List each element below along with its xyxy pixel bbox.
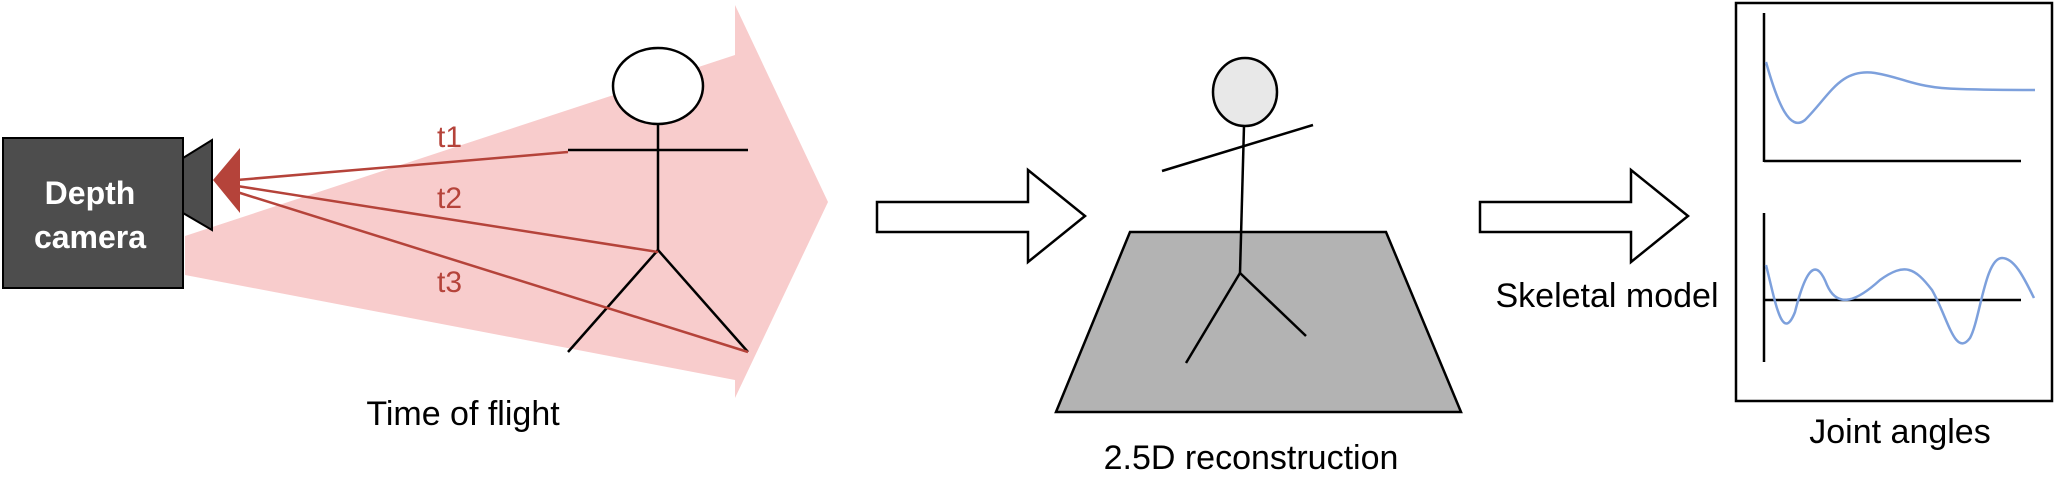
camera-lens [182,138,213,232]
process-arrow-2 [1478,167,1690,265]
skeleton-left-leg [1184,272,1242,364]
skeleton-right-leg [1239,272,1307,337]
person-head [611,46,705,126]
joint-angle-curve-2 [1764,256,2036,345]
caption-time-of-flight: Time of flight [366,395,560,433]
person-left-leg [567,249,659,353]
skeleton-head [1211,56,1279,128]
ray-label-t2: t2 [437,182,462,215]
ray-t3 [236,190,749,354]
camera-label-line2: camera [34,219,146,255]
skeleton-arms [1161,123,1314,173]
depth-beam [185,5,828,398]
joint-angle-curve-1 [1764,61,2036,124]
person-figure [567,46,749,353]
camera-label-line1: Depth [45,175,136,211]
ray-t1 [236,150,569,182]
skeleton-spine [1238,125,1246,274]
camera-body [2,137,184,289]
ray-t2 [236,184,659,254]
ray-arrowhead [213,148,240,213]
ray-label-t3: t3 [437,266,462,299]
skeleton-figure [1161,56,1314,364]
caption-skeletal-model: Skeletal model [1495,277,1718,315]
caption-joint-angles: Joint angles [1809,413,1990,451]
joint-angle-axes [1762,13,2021,362]
process-arrow-1 [875,167,1087,265]
person-right-leg [657,249,749,353]
ray-label-t1: t1 [437,121,462,154]
joint-angle-panel [1734,1,2054,403]
caption-reconstruction: 2.5D reconstruction [1104,439,1399,477]
tof-rays [236,150,749,354]
reconstruction-floor [1054,230,1463,414]
